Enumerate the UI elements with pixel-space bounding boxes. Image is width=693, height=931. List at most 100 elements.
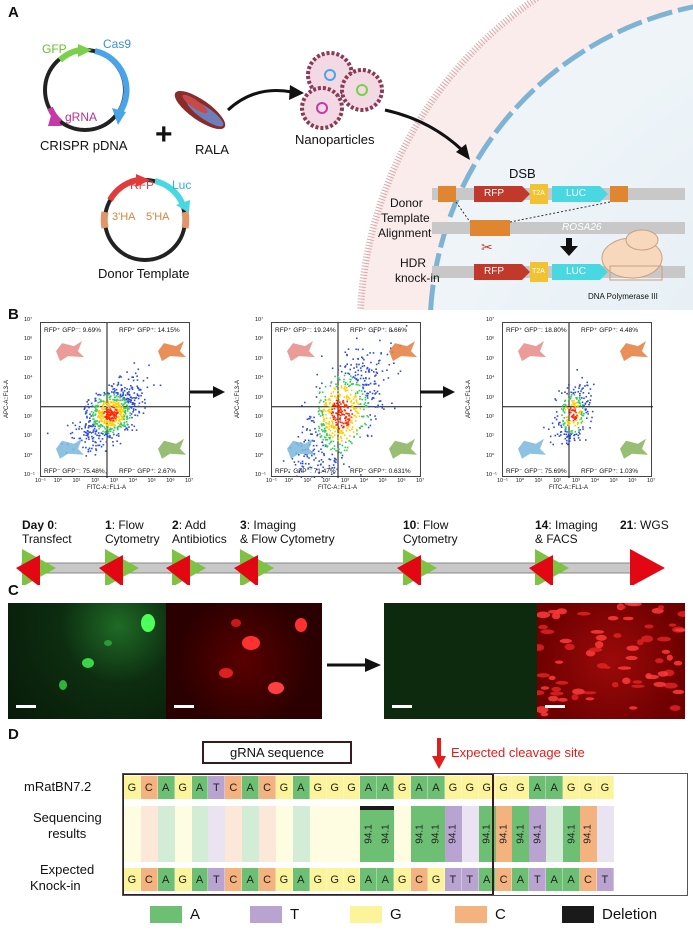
scatter-point [565, 404, 568, 407]
scatter-point [113, 405, 116, 407]
scatter-point [575, 411, 577, 414]
scatter-point [93, 418, 95, 420]
scatter-point [119, 442, 122, 445]
scatter-point [582, 407, 584, 409]
reference-base: A [360, 776, 378, 799]
scatter-point [349, 368, 351, 371]
scatter-point [119, 393, 122, 396]
scatter-point [102, 433, 104, 435]
scatter-point [320, 435, 323, 437]
scatter-point [103, 420, 105, 423]
scatter-point [321, 414, 324, 416]
sequencing-result-cell: 94.1 [580, 806, 597, 862]
scatter-point [94, 454, 97, 456]
scatter-point [579, 433, 581, 435]
scatter-point [96, 409, 99, 412]
quadrant-ur-label: RFP⁺ GFP⁺: 14.15% [119, 327, 180, 334]
scatter-point [109, 434, 111, 437]
scatter-point [95, 429, 98, 432]
scatter-point [102, 412, 105, 415]
scatter-point [333, 445, 336, 447]
scatter-point [119, 413, 122, 416]
scatter-point [572, 419, 575, 422]
scatter-point [119, 406, 121, 408]
scatter-point [572, 416, 574, 419]
scatter-point [351, 417, 354, 419]
scatter-point [344, 419, 347, 422]
scatter-point [129, 414, 131, 417]
scatter-point [119, 420, 121, 423]
scatter-point [383, 408, 385, 410]
reference-base: G [276, 776, 293, 799]
scatter-point [564, 403, 567, 406]
scatter-point [574, 416, 576, 418]
red-cell [622, 677, 631, 685]
cell-icon-ll [518, 438, 546, 459]
rosa26-label: ROSA26 [562, 222, 602, 233]
scatter-point [300, 476, 303, 478]
scatter-point [572, 392, 574, 394]
cell-icon-lr [158, 438, 186, 459]
scatter-point [361, 365, 364, 368]
scatter-point [584, 403, 587, 405]
red-cell [572, 688, 585, 695]
scatter-point [571, 432, 574, 434]
scatter-point [326, 432, 328, 435]
scatter-point [322, 466, 324, 469]
scatter-point [321, 424, 323, 427]
knockin-base: A [377, 868, 395, 891]
scatter-point [343, 425, 345, 428]
scatter-point [136, 393, 139, 395]
y-tick-label: 10⁷ [255, 317, 264, 323]
scatter-point [333, 466, 336, 469]
scatter-point [79, 437, 82, 440]
scatter-point [97, 401, 99, 404]
scatter-point [328, 425, 331, 428]
scatter-point [582, 428, 584, 430]
scatter-point [124, 394, 127, 396]
scatter-point [348, 397, 351, 400]
scatter-point [362, 348, 364, 351]
knockin-base: T [461, 868, 479, 891]
scatter-point [564, 391, 566, 393]
scatter-point [352, 383, 354, 385]
scatter-point [109, 405, 111, 407]
scatter-point [563, 433, 566, 435]
scatter-point [304, 439, 307, 441]
flow-scatter-2 [272, 323, 422, 479]
scatter-point [329, 437, 331, 439]
scatter-point [360, 369, 363, 372]
scatter-point [573, 437, 575, 440]
knockin-base: T [596, 868, 614, 891]
scatter-point [107, 411, 110, 414]
scatter-point [321, 412, 323, 414]
scatter-point [344, 405, 346, 407]
scatter-point [111, 437, 113, 439]
hdr-line-1: HDR [400, 256, 426, 270]
scatter-point [130, 401, 132, 403]
scatter-point [96, 408, 98, 411]
sequencing-result-cell [242, 806, 260, 862]
scatter-point [360, 425, 362, 428]
sequencing-result-cell [276, 806, 293, 862]
scatter-point [113, 396, 116, 399]
scatter-point [366, 366, 369, 369]
timeline-day: 10 [403, 518, 417, 532]
scatter-point [132, 376, 134, 378]
scatter-point [100, 445, 103, 448]
scatter-point [159, 384, 162, 387]
scatter-point [577, 422, 580, 424]
scatter-point [306, 418, 309, 421]
flow-arrows [190, 386, 455, 398]
scatter-point [589, 399, 592, 401]
scatter-point [357, 369, 359, 372]
scatter-point [335, 399, 338, 402]
scatter-point [355, 348, 357, 351]
scatter-point [369, 414, 371, 416]
scatter-point [369, 424, 372, 427]
scatter-point [355, 399, 358, 401]
scatter-point [574, 391, 577, 394]
scatter-point [138, 411, 141, 414]
scatter-point [109, 430, 112, 432]
scatter-point [347, 423, 350, 426]
